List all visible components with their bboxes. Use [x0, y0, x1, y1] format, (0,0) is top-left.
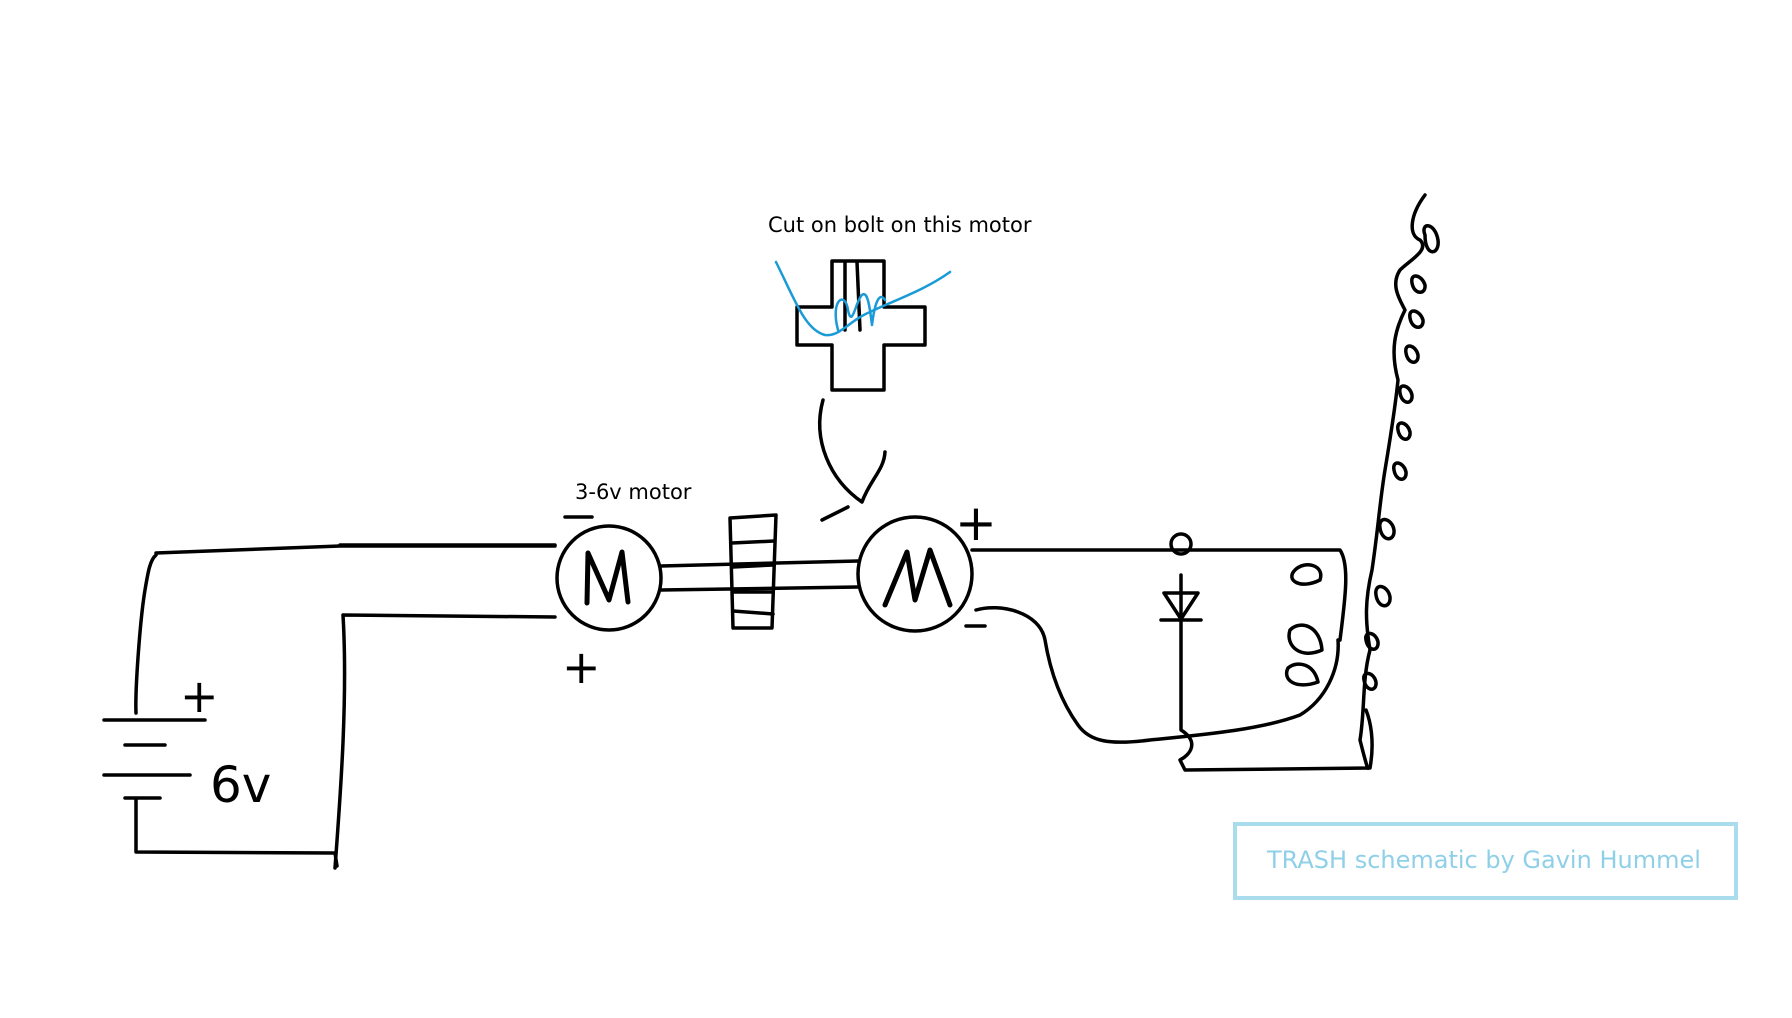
light-string — [1358, 193, 1440, 770]
credit-text: TRASH schematic by Gavin Hummel — [1267, 846, 1701, 874]
cut-bolt-note: Cut on bolt on this motor — [768, 213, 1032, 237]
left-motor-plus-label: + — [562, 640, 601, 694]
right-motor: + — [856, 494, 997, 633]
right-circuit-wires — [970, 548, 1374, 772]
left-motor: 3-6v motor + — [555, 480, 692, 694]
battery-plus-label: + — [180, 669, 219, 723]
right-motor-plus-label: + — [955, 494, 997, 552]
bolt-annotation: Cut on bolt on this motor — [768, 213, 1032, 522]
battery-symbol: + 6v — [102, 669, 271, 814]
battery-voltage-label: 6v — [210, 756, 271, 814]
credit-box: TRASH schematic by Gavin Hummel — [1233, 822, 1738, 900]
shaft-coupling — [659, 513, 860, 630]
diode-symbol — [1159, 532, 1203, 622]
battery-wires — [134, 543, 557, 870]
motor-voltage-label: 3-6v motor — [575, 480, 692, 504]
coil-symbol — [1284, 563, 1324, 687]
